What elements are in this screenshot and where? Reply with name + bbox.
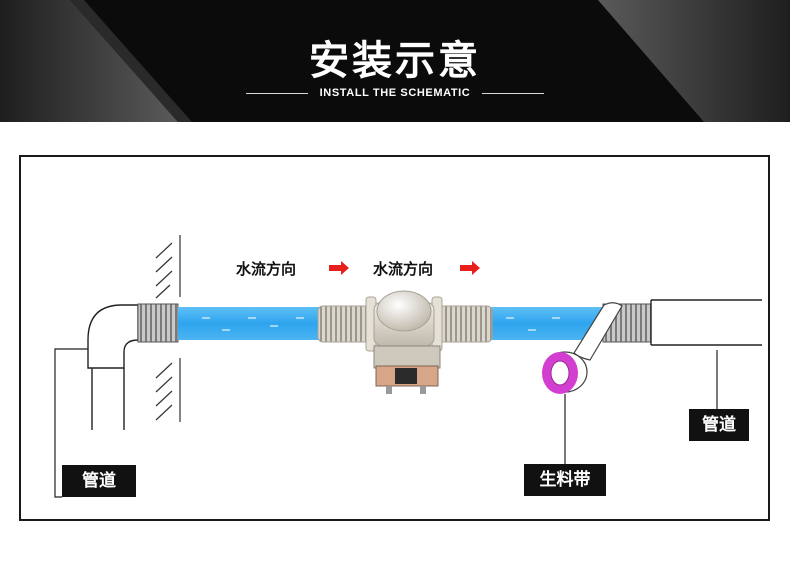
right-pipe <box>650 299 762 346</box>
left-elbow-pipe <box>87 304 139 430</box>
ptfe-tape-roll <box>542 352 578 394</box>
label-pipe-left: 管道 <box>62 465 136 497</box>
solenoid-valve <box>317 290 493 394</box>
label-pipe-right: 管道 <box>689 409 749 441</box>
wall-hatch-bottom <box>155 358 181 422</box>
flow-arrow-icons <box>329 261 480 275</box>
label-ptfe-tape: 生料带 <box>524 464 606 496</box>
wall-hatch-top <box>155 235 181 299</box>
flow-direction-label: 水流方向 <box>373 260 434 278</box>
water-ripples <box>202 317 560 331</box>
subtitle-rule-right <box>482 92 545 94</box>
diagram-frame <box>19 155 770 521</box>
subtitle-rule-left <box>245 92 308 94</box>
flow-direction-label: 水流方向 <box>236 260 297 278</box>
leader-lines <box>54 348 718 498</box>
header-banner: 安装示意 INSTALL THE SCHEMATIC <box>0 0 790 122</box>
left-pipe-thread <box>137 303 179 343</box>
page-subtitle: INSTALL THE SCHEMATIC <box>319 87 471 99</box>
flow-arrow-icon-1 <box>329 261 349 275</box>
banner-decoration <box>0 0 790 122</box>
page-title: 安装示意 <box>309 38 481 84</box>
subtitle-row: INSTALL THE SCHEMATIC <box>0 84 790 102</box>
water-pipe-left <box>178 307 320 340</box>
flow-arrow-icon-2 <box>460 261 480 275</box>
